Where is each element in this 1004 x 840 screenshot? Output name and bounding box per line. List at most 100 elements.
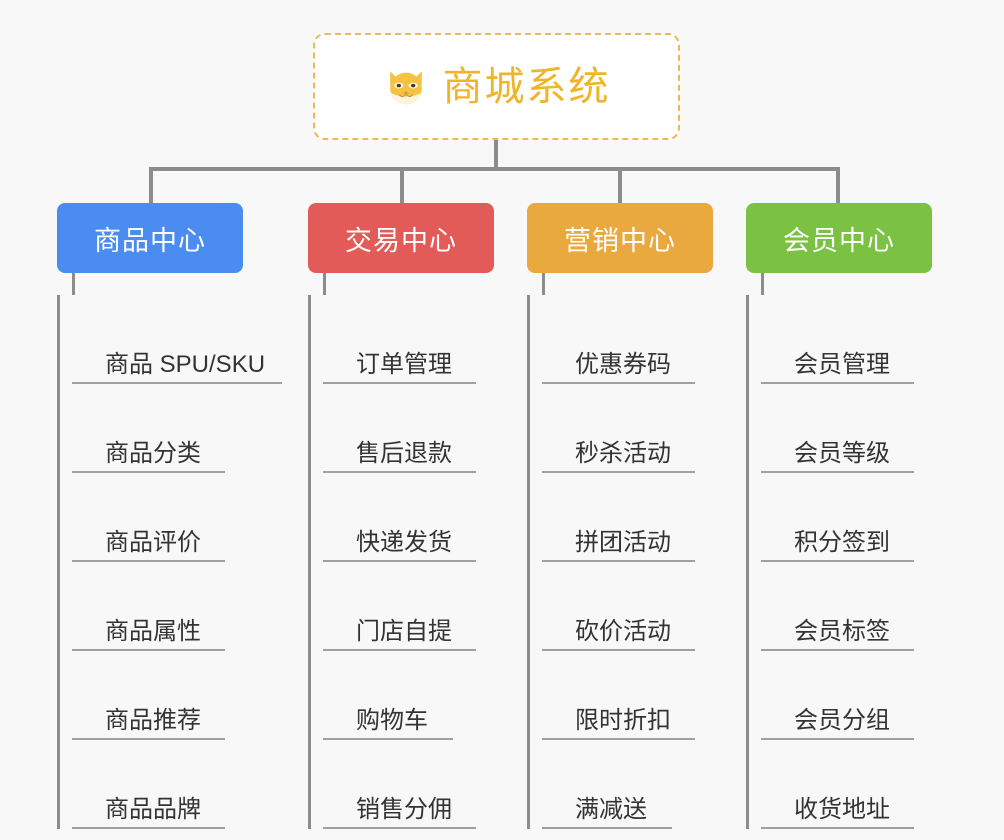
connector-drop-2 [400,167,404,203]
list-item[interactable]: 积分签到 [761,473,932,562]
list-item-label: 门店自提 [356,617,452,645]
list-item[interactable]: 砍价活动 [542,562,713,651]
list-item[interactable]: 拼团活动 [542,473,713,562]
category-label: 交易中心 [345,225,457,256]
item-underline [542,827,672,829]
list-item[interactable]: 满减送 [542,740,713,829]
connector-column-stub [323,273,326,295]
category-label: 商品中心 [94,225,206,256]
item-list-trade: 订单管理 售后退款 快递发货 门店自提 购物车 销售分佣 [308,295,494,829]
item-underline [323,560,476,562]
list-item-label: 快递发货 [356,528,452,556]
list-item-label: 商品评价 [105,528,201,556]
list-item[interactable]: 订单管理 [323,295,494,384]
item-underline [761,738,914,740]
item-underline [72,827,225,829]
list-item-label: 购物车 [356,706,428,734]
item-list-member: 会员管理 会员等级 积分签到 会员标签 会员分组 收货地址 [746,295,932,829]
list-item[interactable]: 商品属性 [72,562,243,651]
list-item-label: 优惠券码 [575,350,671,378]
item-underline [323,471,476,473]
list-item[interactable]: 购物车 [323,651,494,740]
category-column-member: 会员中心 会员管理 会员等级 积分签到 会员标签 会员分组 [746,203,932,829]
list-item[interactable]: 商品评价 [72,473,243,562]
item-underline [323,649,476,651]
connector-column-stub [72,273,75,295]
list-item-label: 拼团活动 [575,528,671,556]
list-item-label: 商品属性 [105,617,201,645]
list-item-label: 商品 SPU/SKU [105,350,266,378]
category-label: 会员中心 [783,225,895,256]
list-item-label: 积分签到 [794,528,890,556]
item-underline [72,738,225,740]
list-item[interactable]: 秒杀活动 [542,384,713,473]
connector-drop-4 [836,167,840,203]
list-item-label: 商品推荐 [105,706,201,734]
item-underline [323,827,476,829]
item-list-product: 商品 SPU/SKU 商品分类 商品评价 商品属性 商品推荐 商品品牌 [57,295,282,829]
category-label: 营销中心 [564,225,676,256]
list-item[interactable]: 销售分佣 [323,740,494,829]
item-underline [542,471,695,473]
item-underline [542,382,695,384]
item-underline [323,382,476,384]
connector-drop-3 [618,167,622,203]
list-item-label: 限时折扣 [575,706,671,734]
item-underline [323,738,453,740]
list-item-label: 会员等级 [794,439,890,467]
item-underline [761,649,914,651]
list-item[interactable]: 收货地址 [761,740,932,829]
list-item[interactable]: 优惠券码 [542,295,713,384]
connector-drop-1 [149,167,153,203]
list-item[interactable]: 门店自提 [323,562,494,651]
list-item[interactable]: 快递发货 [323,473,494,562]
list-item[interactable]: 商品分类 [72,384,243,473]
item-underline [761,471,914,473]
category-column-trade: 交易中心 订单管理 售后退款 快递发货 门店自提 购物车 [308,203,494,829]
item-underline [761,827,914,829]
connector-horizontal-bus [149,167,840,171]
list-item[interactable]: 商品推荐 [72,651,243,740]
list-item[interactable]: 商品品牌 [72,740,243,829]
list-item[interactable]: 会员分组 [761,651,932,740]
item-underline [761,382,914,384]
category-header-marketing[interactable]: 营销中心 [527,203,713,273]
list-item-label: 满减送 [575,795,647,823]
item-underline [72,649,225,651]
item-underline [72,560,225,562]
list-item[interactable]: 会员管理 [761,295,932,384]
item-underline [542,649,695,651]
list-item-label: 会员管理 [794,350,890,378]
item-list-marketing: 优惠券码 秒杀活动 拼团活动 砍价活动 限时折扣 满减送 [527,295,713,829]
root-node[interactable]: 商城系统 [313,33,680,140]
list-item-label: 秒杀活动 [575,439,671,467]
list-item-label: 收货地址 [794,795,890,823]
list-item-label: 会员分组 [794,706,890,734]
item-underline [542,560,695,562]
list-item-label: 会员标签 [794,617,890,645]
root-title: 商城系统 [442,64,611,109]
item-underline [761,560,914,562]
connector-column-stub [761,273,764,295]
list-item[interactable]: 商品 SPU/SKU [72,295,282,384]
list-item-label: 售后退款 [356,439,452,467]
list-item-label: 砍价活动 [575,617,671,645]
item-underline [72,382,282,384]
category-column-marketing: 营销中心 优惠券码 秒杀活动 拼团活动 砍价活动 限时折扣 [527,203,713,829]
category-column-product: 商品中心 商品 SPU/SKU 商品分类 商品评价 商品属性 商品推荐 [57,203,282,829]
list-item[interactable]: 限时折扣 [542,651,713,740]
list-item[interactable]: 会员标签 [761,562,932,651]
connector-column-stub [542,273,545,295]
list-item-label: 销售分佣 [356,795,452,823]
item-underline [542,738,695,740]
list-item[interactable]: 会员等级 [761,384,932,473]
list-item-label: 商品分类 [105,439,201,467]
category-header-trade[interactable]: 交易中心 [308,203,494,273]
shiba-dog-face-icon [383,64,429,110]
category-header-member[interactable]: 会员中心 [746,203,932,273]
item-underline [72,471,225,473]
category-header-product[interactable]: 商品中心 [57,203,243,273]
list-item-label: 订单管理 [356,350,452,378]
list-item[interactable]: 售后退款 [323,384,494,473]
